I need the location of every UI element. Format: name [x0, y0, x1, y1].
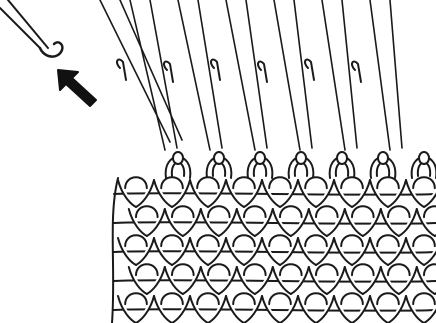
stitch — [129, 206, 165, 236]
stitch — [190, 177, 226, 207]
stitch — [334, 293, 370, 323]
stitch — [298, 235, 334, 265]
fabric-row-1 — [114, 177, 436, 207]
stitch — [309, 206, 345, 236]
stitch — [237, 264, 273, 294]
stitch — [154, 235, 190, 265]
stitch — [154, 177, 190, 207]
stitch — [406, 235, 436, 265]
stitch — [406, 177, 436, 207]
stitch — [226, 293, 262, 323]
stitch — [165, 264, 201, 294]
stitch — [165, 206, 201, 236]
stitch — [381, 264, 417, 294]
stitch — [345, 206, 381, 236]
hook-tool-icon — [0, 0, 62, 57]
stitch — [262, 177, 298, 207]
stitch — [381, 206, 417, 236]
needle-1 — [117, 0, 177, 150]
top-loop-3 — [248, 152, 273, 178]
stitch — [334, 235, 370, 265]
strand-extra-2 — [120, 0, 182, 140]
stitch — [201, 206, 237, 236]
stitch — [370, 235, 406, 265]
loop-row-top — [166, 152, 436, 178]
stitch — [370, 177, 406, 207]
stitch — [190, 235, 226, 265]
top-loop-4 — [289, 152, 314, 178]
fabric-row-4 — [114, 264, 436, 294]
stitch — [118, 293, 154, 323]
fabric-row-2 — [114, 206, 436, 236]
top-loop-1 — [166, 152, 191, 178]
needles-group — [100, 0, 402, 150]
stitch — [417, 206, 436, 236]
stitch — [237, 206, 273, 236]
needle-4 — [258, 0, 312, 150]
stitch — [129, 264, 165, 294]
stitch — [370, 293, 406, 323]
fabric-left-edge — [112, 178, 118, 323]
stitch — [154, 293, 190, 323]
stitch — [226, 235, 262, 265]
stitch — [118, 177, 154, 207]
stitch — [262, 235, 298, 265]
top-loop-7 — [412, 152, 436, 178]
stitch — [406, 293, 436, 323]
needle-5 — [305, 0, 357, 150]
stitch — [298, 177, 334, 207]
knitted-fabric — [112, 177, 436, 323]
top-loop-5 — [330, 152, 355, 178]
stitch — [273, 264, 309, 294]
top-loop-6 — [371, 152, 396, 178]
stitch — [118, 235, 154, 265]
stitch — [298, 293, 334, 323]
stitch — [262, 293, 298, 323]
stitch — [345, 264, 381, 294]
stitch — [309, 264, 345, 294]
stitch — [417, 264, 436, 294]
arrow-icon — [58, 70, 96, 106]
stitch — [226, 177, 262, 207]
stitch — [190, 293, 226, 323]
top-loop-2 — [207, 152, 232, 178]
needle-6 — [352, 0, 402, 150]
stitch — [201, 264, 237, 294]
stitch — [334, 177, 370, 207]
fabric-row-3 — [114, 235, 436, 265]
stitch — [273, 206, 309, 236]
fabric-row-5 — [114, 293, 436, 323]
